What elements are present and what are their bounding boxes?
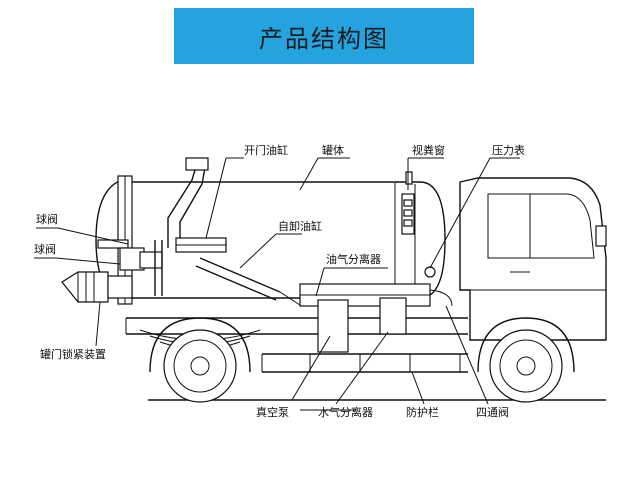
label-vacuum-pump: 真空泵 (256, 405, 289, 419)
rear-valve-assembly (97, 237, 227, 296)
label-tank-body: 罐体 (322, 143, 344, 157)
label-open-cylinder: 开门油缸 (244, 143, 288, 157)
dump-cylinder-shape (195, 257, 301, 306)
rear-outlet-nozzle (61, 271, 133, 303)
top-pipe (155, 157, 209, 250)
guard-rail-shape (261, 353, 468, 373)
label-ball-valve-bottom: 球阀 (34, 242, 56, 256)
front-wheel (477, 317, 575, 403)
cab-shape (459, 177, 607, 341)
rear-wheel (149, 317, 251, 403)
page-title: 产品结构图 (259, 24, 389, 53)
leader-lines (34, 157, 520, 411)
label-dump-cylinder: 自卸油缸 (278, 219, 322, 233)
chassis-frame (125, 283, 468, 353)
label-four-way-valve: 四通阀 (476, 405, 509, 419)
label-oil-gas-separator: 油气分离器 (326, 252, 381, 266)
label-pressure-gauge: 压力表 (492, 143, 525, 157)
label-door-lock-device: 罐门锁紧装置 (40, 347, 106, 361)
sight-window-shape (401, 171, 415, 235)
title-banner: 产品结构图 (174, 8, 474, 64)
label-ball-valve-top: 球阀 (36, 212, 58, 226)
label-sight-window: 视粪窗 (412, 143, 445, 157)
label-guard-rail: 防护栏 (406, 405, 439, 419)
pressure-gauge-shape (424, 266, 436, 278)
label-water-gas-separator: 水气分离器 (318, 405, 373, 419)
